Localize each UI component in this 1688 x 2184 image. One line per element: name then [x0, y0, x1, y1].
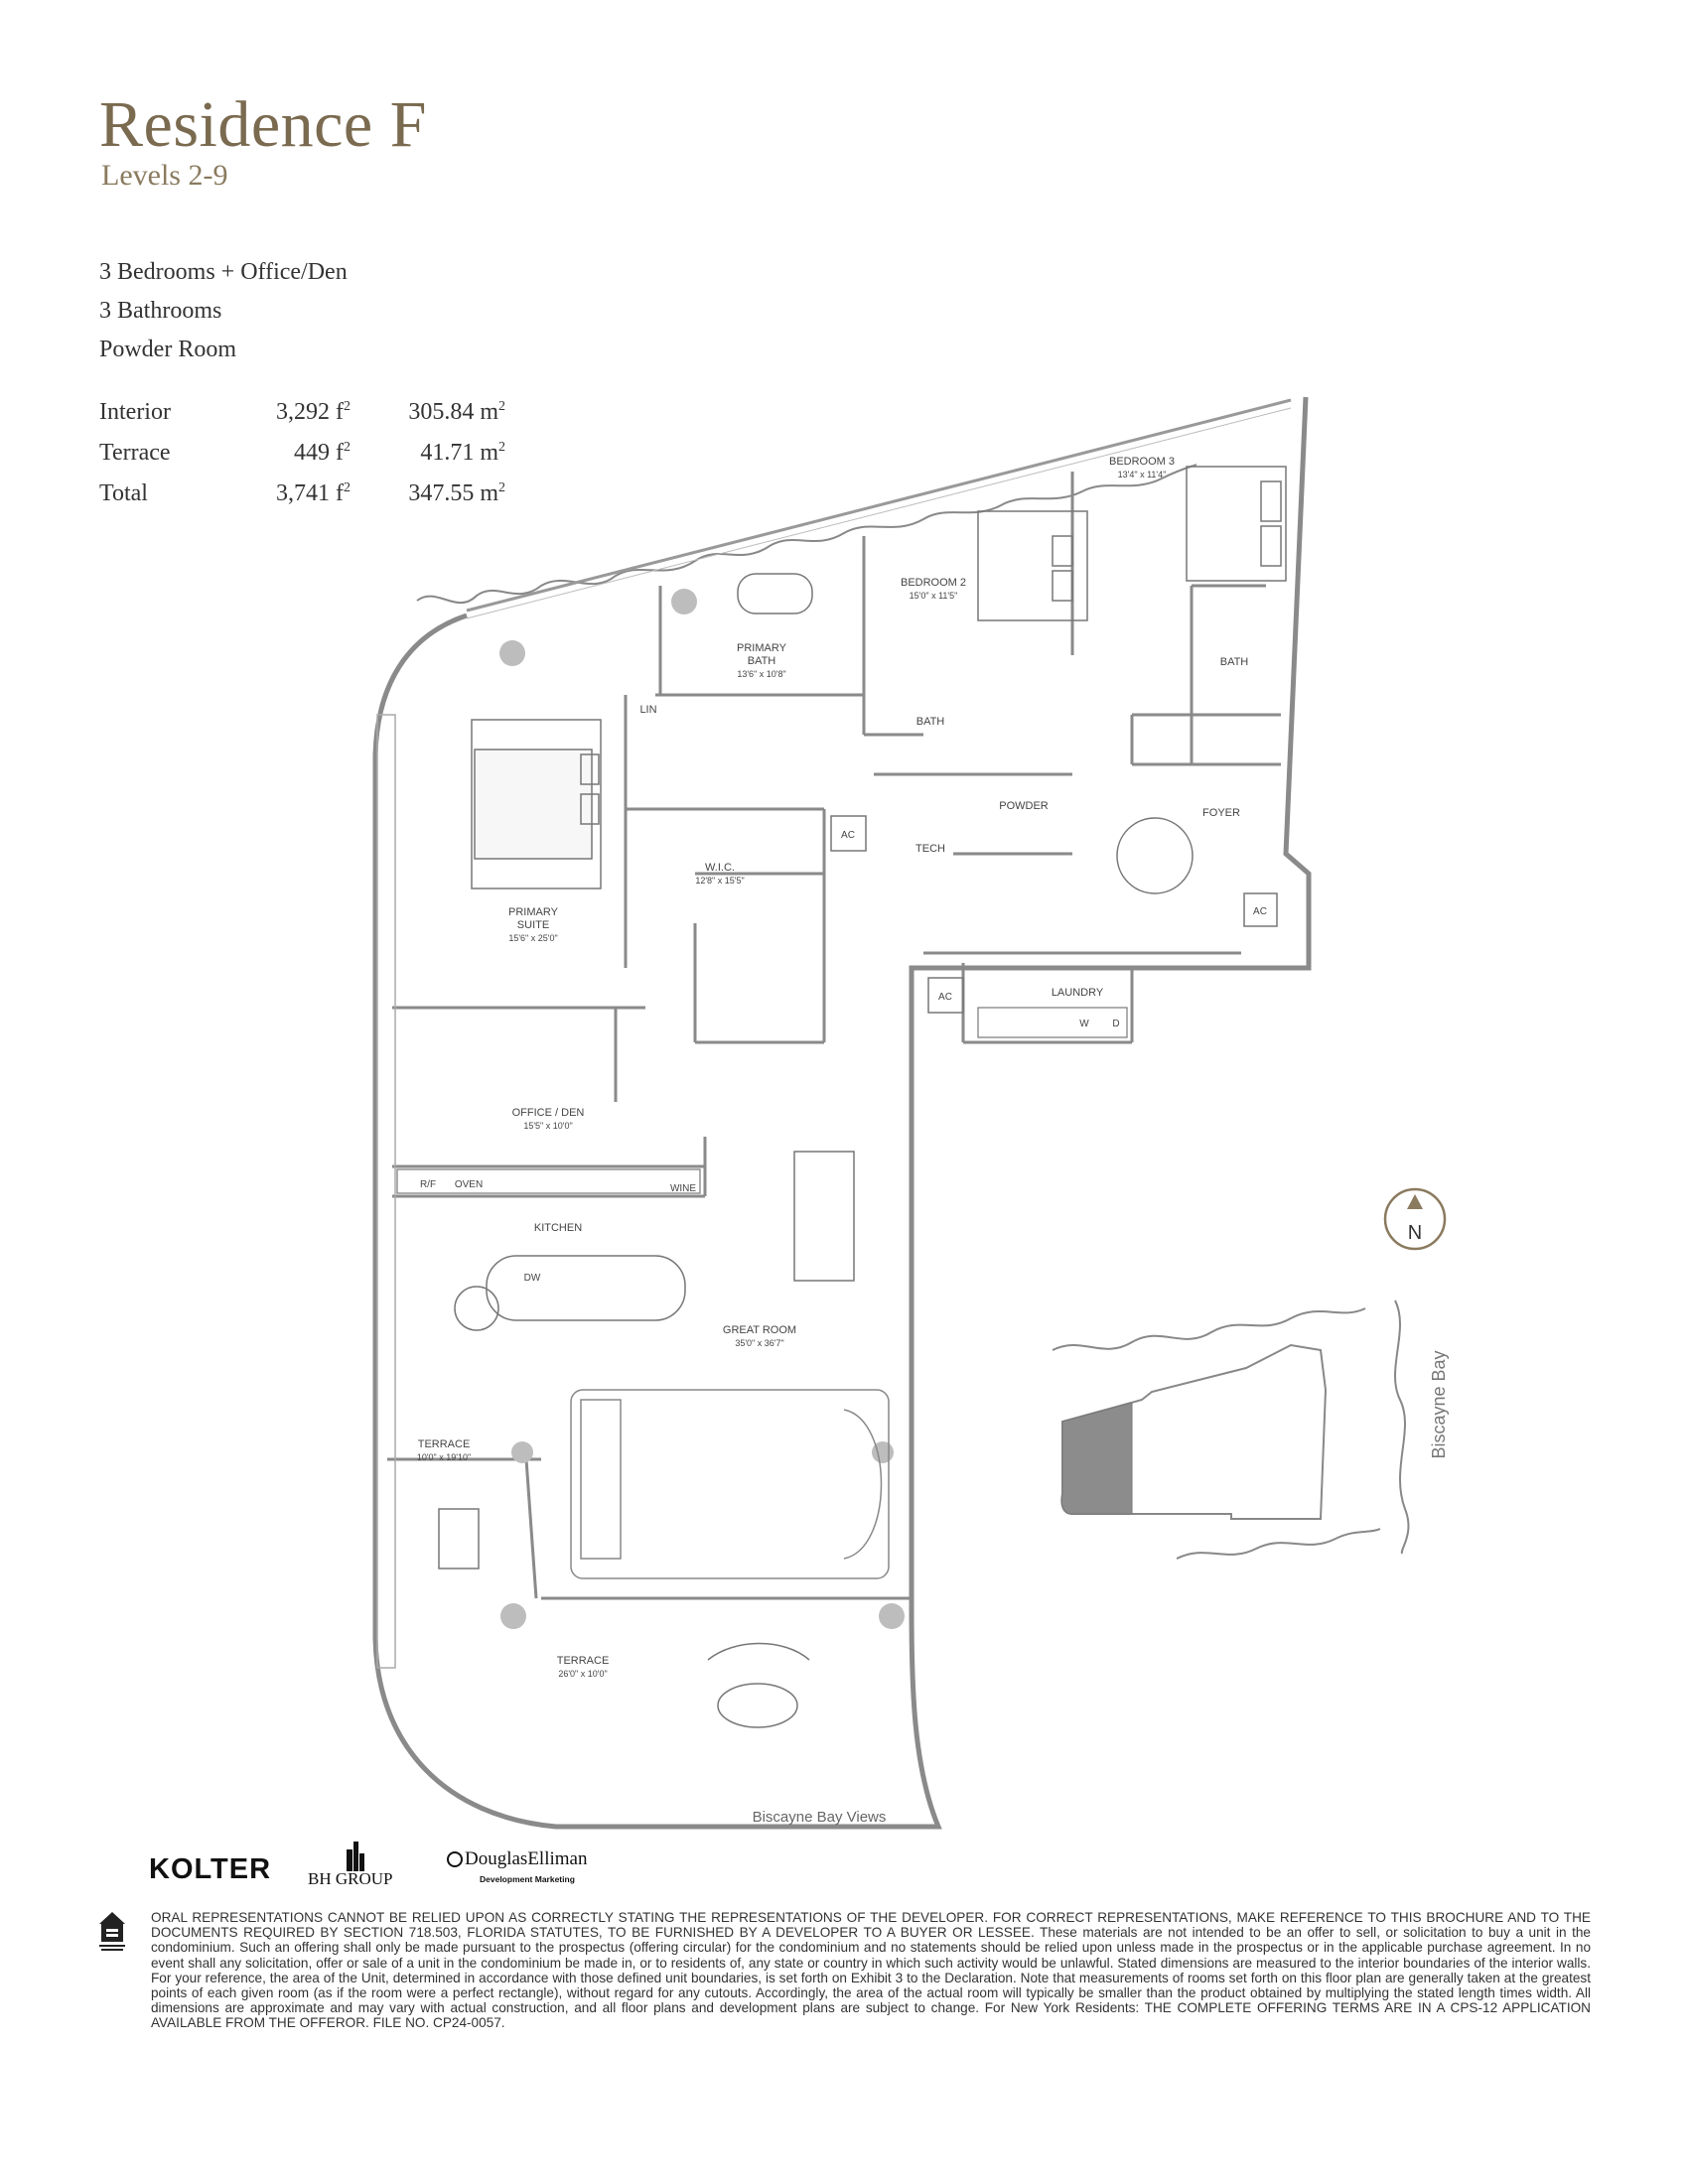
bh-group-logo: BH GROUP [308, 1869, 393, 1888]
room-label-terrace-small: TERRACE [418, 1438, 471, 1450]
page-subtitle: Levels 2-9 [101, 159, 228, 192]
kitchen-counter [396, 1168, 701, 1194]
living-rug [570, 1389, 890, 1579]
terrace-table [438, 1508, 480, 1570]
curved-sofa [843, 1409, 883, 1560]
columns [499, 589, 905, 1629]
room-label-primary-bath-2: BATH [748, 655, 776, 667]
key-plan: Biscayne Bay [1052, 1299, 1449, 1560]
laundry-counter [977, 1007, 1128, 1038]
room-label-primary-bath-1: PRIMARY [737, 642, 787, 654]
equal-housing-icon [97, 1910, 127, 1954]
room-label-kitchen: KITCHEN [534, 1222, 582, 1234]
area-sqm: 305.84 m2 [408, 399, 505, 425]
dishwasher-label: DW [524, 1273, 541, 1284]
bathtub [737, 573, 813, 614]
room-label-bath-2: BATH [916, 716, 945, 728]
bh-tower-icon [343, 1842, 366, 1871]
kolter-logo: KOLTER [149, 1853, 272, 1885]
room-dim-primary-suite: 15'6" x 25'0" [508, 933, 557, 943]
area-sqft: 3,292 f2 [276, 399, 351, 425]
bed [471, 719, 602, 889]
room-label-great-room: GREAT ROOM [723, 1324, 796, 1336]
room-dim-wic: 12'8" x 15'5" [695, 876, 744, 886]
area-row-interior: Interior 3,292 f2 305.84 m2 [99, 399, 505, 440]
douglas-elliman-logo: DouglasElliman [465, 1848, 588, 1869]
area-label: Terrace [99, 440, 171, 466]
water-line [416, 464, 1197, 605]
feature-list: 3 Bedrooms + Office/Den 3 Bathrooms Powd… [99, 253, 348, 369]
room-label-terrace-large: TERRACE [557, 1655, 610, 1667]
feature-powder-room: Powder Room [99, 337, 236, 362]
room-dim-terrace-small: 10'0" x 19'10" [417, 1452, 471, 1462]
north-label: N [1408, 1222, 1422, 1244]
window-strip [376, 714, 396, 1669]
room-dim-terrace-large: 26'0" x 10'0" [558, 1669, 607, 1679]
room-dim-bedroom3: 13'4" x 11'4" [1118, 470, 1167, 479]
area-sqm: 347.55 m2 [408, 480, 505, 506]
room-dim-great-room: 35'0" x 36'7" [735, 1338, 783, 1348]
foyer-table [1116, 817, 1194, 894]
area-sqft: 3,741 f2 [276, 480, 351, 506]
highlighted-unit [1060, 1402, 1133, 1515]
room-label-lin: LIN [639, 704, 656, 716]
room-dim-office: 15'5" x 10'0" [523, 1121, 572, 1131]
area-row-terrace: Terrace 449 f2 41.71 m2 [99, 440, 505, 480]
views-label: Biscayne Bay Views [753, 1809, 887, 1826]
area-table: Interior 3,292 f2 305.84 m2 Terrace 449 … [99, 399, 505, 521]
room-label-office: OFFICE / DEN [512, 1107, 585, 1119]
area-label: Interior [99, 399, 171, 425]
room-dim-primary-bath: 13'6" x 10'8" [737, 669, 785, 679]
room-label-bedroom3: BEDROOM 3 [1109, 456, 1175, 468]
room-label-primary-suite-1: PRIMARY [508, 906, 559, 918]
kitchen-island [486, 1255, 686, 1321]
room-label-tech: TECH [915, 843, 945, 855]
dryer-label: D [1112, 1019, 1119, 1029]
area-label: Total [99, 480, 148, 506]
room-label-laundry: LAUNDRY [1052, 987, 1104, 999]
bed [977, 510, 1088, 621]
ac-label: AC [938, 992, 952, 1003]
logo-row: KOLTER BH GROUP DouglasElliman Developme… [149, 1842, 665, 1891]
sofa [580, 1399, 622, 1560]
douglas-elliman-subtitle: Development Marketing [480, 1874, 575, 1884]
island-table [454, 1286, 499, 1331]
terrace-sofa [707, 1642, 810, 1661]
exterior-walls [372, 396, 1312, 1830]
refrigerator-label: R/F [420, 1179, 436, 1190]
page-title: Residence F [99, 88, 427, 161]
room-label-primary-suite-2: SUITE [517, 919, 549, 931]
wine-label: WINE [670, 1183, 696, 1194]
interior-walls [387, 472, 1281, 1600]
key-plan-water-label: Biscayne Bay [1429, 1350, 1449, 1458]
room-label-powder: POWDER [999, 800, 1049, 812]
feature-bedrooms: 3 Bedrooms + Office/Den [99, 259, 348, 285]
north-arrow-icon: N [1383, 1187, 1447, 1251]
ac-label: AC [1253, 906, 1267, 917]
room-dim-bedroom2: 15'0" x 11'5" [910, 591, 958, 601]
area-sqft: 449 f2 [294, 440, 351, 466]
dining-table [793, 1151, 855, 1282]
terrace-coffee-table [717, 1683, 798, 1728]
ac-units [830, 815, 1278, 1014]
room-label-bedroom2: BEDROOM 2 [901, 577, 966, 589]
legal-disclaimer: ORAL REPRESENTATIONS CANNOT BE RELIED UP… [151, 1910, 1591, 2031]
area-sqm: 41.71 m2 [420, 440, 505, 466]
area-row-total: Total 3,741 f2 347.55 m2 [99, 480, 505, 521]
ac-label: AC [841, 830, 855, 841]
washer-label: W [1079, 1019, 1089, 1029]
room-label-foyer: FOYER [1202, 807, 1240, 819]
room-label-wic: W.I.C. [705, 862, 735, 874]
de-mark-icon [447, 1851, 463, 1867]
bed [1186, 466, 1287, 582]
oven-label: OVEN [455, 1179, 483, 1190]
room-label-bath-3: BATH [1220, 656, 1249, 668]
feature-bathrooms: 3 Bathrooms [99, 298, 222, 324]
